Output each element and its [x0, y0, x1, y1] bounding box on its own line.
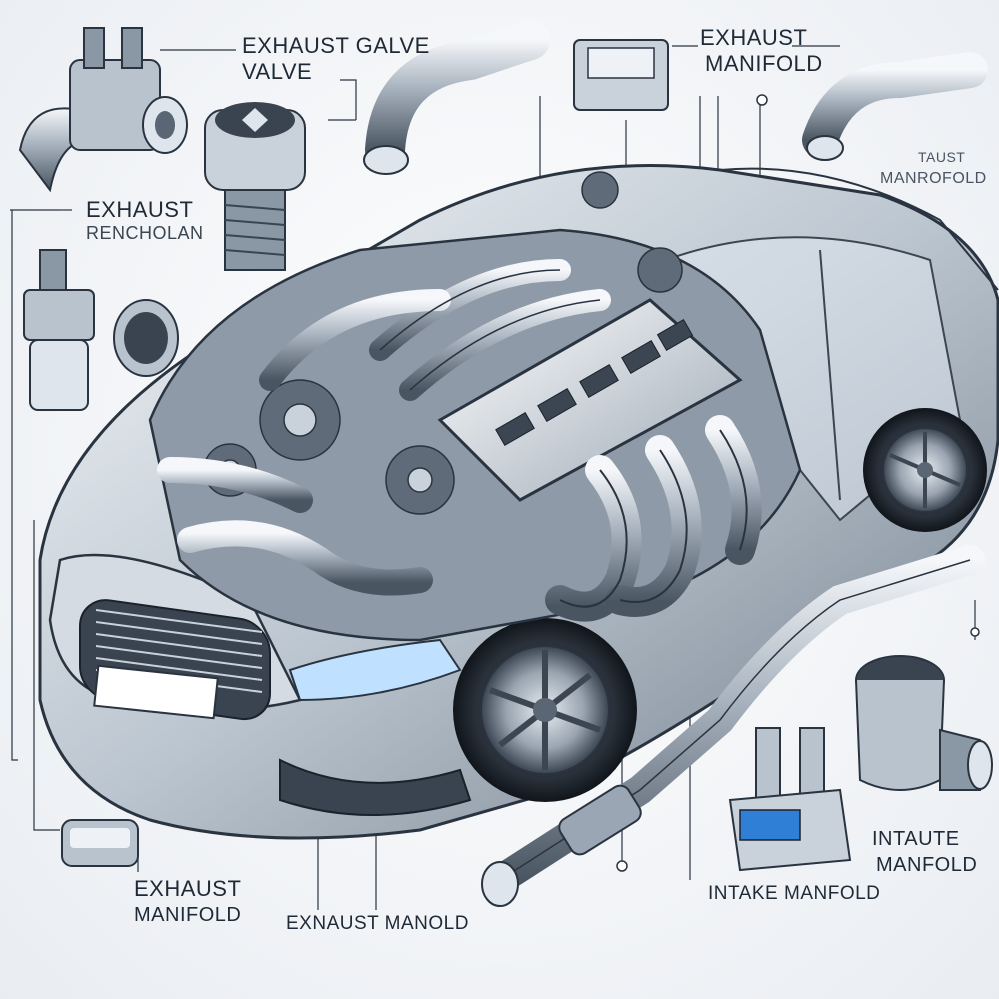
label-exhaust-valve-line1: EXHAUST GALVE [242, 33, 430, 58]
label-right-line2: MANROFOLD [880, 170, 987, 187]
label-right-line1: TAUST [918, 149, 966, 165]
manifold-part-top-right [802, 52, 988, 161]
label-intake-right-line2: MANFOLD [876, 854, 978, 876]
label-intake-manifold: INTAKE MANFOLD [708, 883, 881, 904]
label-top-manifold-line1: EXHAUST [700, 25, 808, 50]
label-top-manifold-line2: MANIFOLD [705, 51, 823, 76]
front-wheel [453, 618, 637, 802]
label-exhaust-valve-line2: VALVE [242, 59, 313, 84]
throttle-body-part [855, 655, 993, 791]
label-bottom-left-line1: EXHAUST [134, 876, 242, 901]
intake-sensor-part [728, 727, 852, 872]
bracket-part [61, 819, 139, 867]
label-bottom-center: EXNAUST MANOLD [286, 913, 469, 934]
exhaust-pipe [481, 545, 985, 907]
pipe-elbow-part [363, 20, 550, 175]
label-intake-right-line1: INTAUTE [872, 828, 960, 850]
rear-wheel [863, 408, 987, 532]
label-bottom-left-line2: MANIFOLD [134, 904, 242, 926]
box-part [573, 39, 669, 111]
filter-part [204, 102, 306, 271]
gauge-part [113, 299, 179, 377]
label-left-line1: EXHAUST [86, 197, 194, 222]
label-left-line2: RENCHOLAN [86, 223, 204, 243]
engine-block [148, 171, 802, 642]
sensor-part [23, 249, 95, 411]
exhaust-valve-part [18, 27, 188, 193]
